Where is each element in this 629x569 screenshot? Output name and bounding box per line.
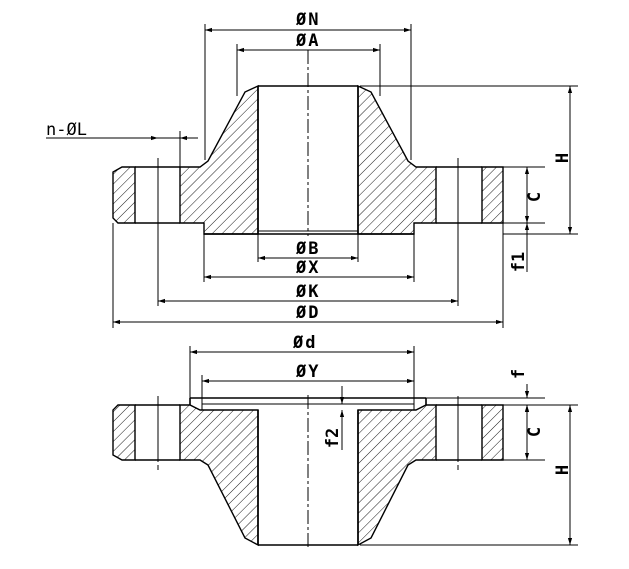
top-right-section bbox=[357, 84, 437, 235]
dim-label-f1: f1 bbox=[509, 252, 529, 272]
bottom-left-section bbox=[179, 404, 259, 547]
top-left-rim bbox=[112, 166, 136, 224]
dim-label-f: f bbox=[509, 369, 529, 379]
bolt-hole-label: n-ØL bbox=[46, 120, 87, 140]
dim-label-C-top: C bbox=[525, 192, 545, 202]
top-right-rim bbox=[481, 166, 504, 224]
dim-label-H-top: H bbox=[553, 153, 573, 163]
dim-label-f2: f2 bbox=[323, 428, 343, 448]
bottom-left-rim bbox=[112, 404, 136, 461]
dim-label-C-bottom: C bbox=[525, 427, 545, 437]
top-left-section bbox=[179, 84, 259, 235]
bottom-right-rim bbox=[481, 404, 504, 461]
dim-label-H-bottom: H bbox=[553, 465, 573, 475]
bottom-right-section bbox=[357, 404, 437, 547]
